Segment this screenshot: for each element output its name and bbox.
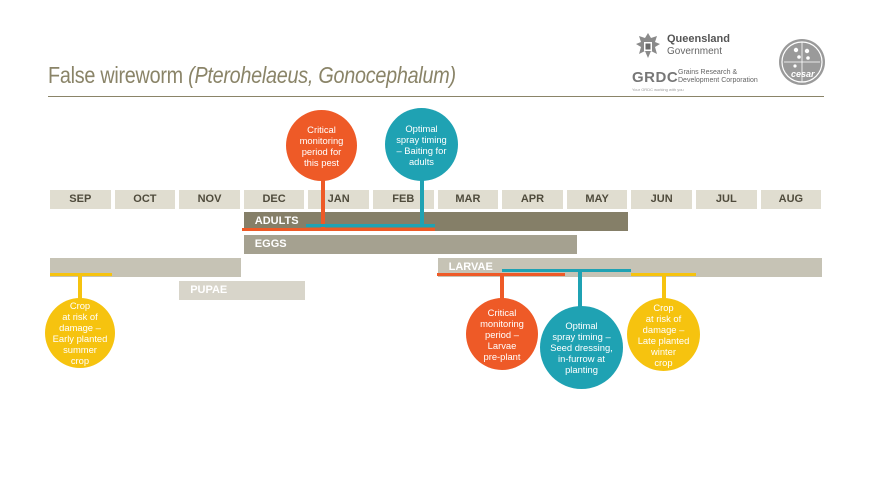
cesar-label: cesar (791, 69, 815, 79)
month-mar: MAR (437, 190, 499, 209)
larvae-spray-connector (578, 269, 582, 309)
adult-spray-bracket (306, 224, 435, 227)
optimal-spray-adults-callout: Optimal spray timing – Baiting for adult… (385, 108, 458, 181)
grdc-tagline: Your GRDC working with you (632, 87, 684, 92)
title-italic: (Pterohelaeus, Gonocephalum) (188, 62, 456, 88)
month-nov: NOV (179, 190, 240, 209)
title-divider (48, 96, 824, 97)
qld-line1: Queensland (667, 33, 730, 45)
month-jun: JUN (631, 190, 692, 209)
critical-monitoring-adults-callout: Critical monitoring period for this pest (286, 110, 357, 181)
adult-spray-connector (420, 176, 424, 226)
month-feb: FEB (373, 190, 434, 209)
grdc-line1: Grains Research & (678, 69, 738, 76)
larvae-spray-bracket (502, 269, 631, 272)
month-oct: OCT (114, 190, 176, 209)
month-may: MAY (566, 190, 628, 209)
grdc-abbr: GRDC (632, 69, 679, 86)
adult-critical-connector (321, 178, 325, 230)
crop-risk-early-summer-callout: Crop at risk of damage – Early planted s… (45, 298, 115, 368)
queensland-government-logo: Queensland Government (632, 30, 732, 64)
grdc-line2: Development Corporation (678, 77, 758, 84)
month-jan: JAN (308, 190, 369, 209)
adult-critical-bracket (242, 228, 435, 231)
month-aug: AUG (760, 190, 822, 209)
month-dec: DEC (243, 190, 305, 209)
pupae-bar: PUPAE (179, 281, 306, 300)
eggs-bar: EGGS (243, 235, 577, 254)
larvae-critical-connector (500, 273, 504, 303)
month-apr: APR (502, 190, 563, 209)
cesar-logo: cesar (777, 36, 827, 88)
optimal-spray-larvae-callout: Optimal spray timing – Seed dressing, in… (540, 306, 623, 389)
early-crop-connector (78, 273, 82, 303)
page-title: False wireworm (Pterohelaeus, Gonocephal… (48, 62, 456, 89)
cesar-emblem-icon (779, 39, 825, 85)
crest-icon (636, 33, 660, 58)
title-main: False wireworm (48, 62, 189, 88)
month-jul: JUL (696, 190, 757, 209)
qld-line2: Government (667, 46, 723, 57)
larvae-bar-early (50, 258, 241, 277)
month-sep: SEP (50, 190, 111, 209)
grdc-logo: GRDC Grains Research & Development Corpo… (632, 66, 762, 94)
critical-monitoring-larvae-callout: Critical monitoring period – Larvae pre-… (466, 298, 538, 370)
crop-risk-late-winter-callout: Crop at risk of damage – Late planted wi… (627, 298, 700, 371)
late-crop-connector (662, 273, 666, 303)
larvae-bar: LARVAE (437, 258, 823, 277)
